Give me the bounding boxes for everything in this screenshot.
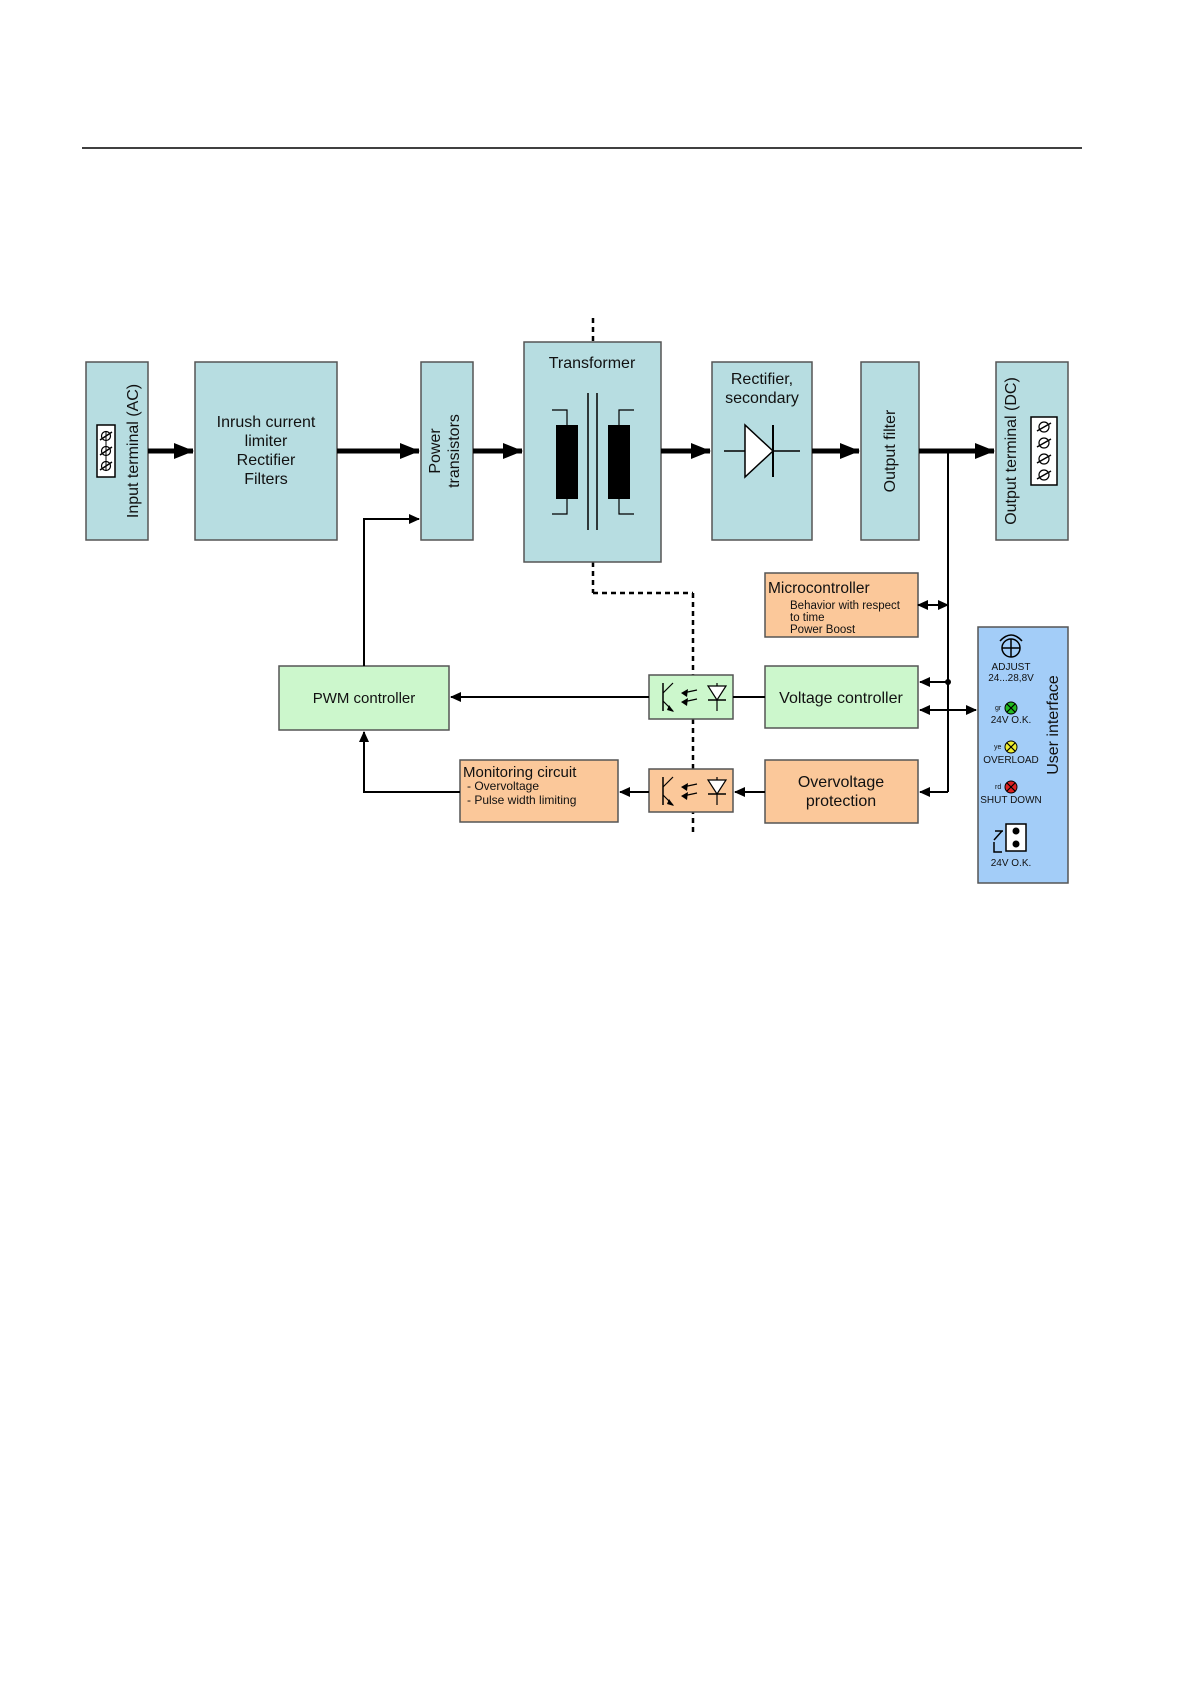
transformer-label: Transformer xyxy=(549,355,636,372)
inrush-line-1: Inrush current xyxy=(217,414,316,431)
led-gr-label: 24V O.K. xyxy=(991,715,1032,726)
overvoltage-line-2: protection xyxy=(806,793,876,810)
voltage-controller-block: Voltage controller xyxy=(764,665,919,729)
led-ye-label: OVERLOAD xyxy=(983,755,1039,766)
microcontroller-block: Microcontroller Behavior with respect to… xyxy=(764,572,919,638)
monitoring-item-2: - Pulse width limiting xyxy=(467,793,576,807)
adjust-range: 24...28,8V xyxy=(988,673,1034,684)
diode-icon xyxy=(724,423,800,479)
pwm-controller-block: PWM controller xyxy=(278,665,450,731)
inrush-line-3: Rectifier xyxy=(237,452,296,469)
rectifier-line-1: Rectifier, xyxy=(731,371,793,388)
optocoupler-upper xyxy=(648,674,734,720)
monitoring-title: Monitoring circuit xyxy=(463,764,577,781)
led-ye-tag: ye xyxy=(994,744,1002,751)
voltage-controller-label: Voltage controller xyxy=(779,690,903,707)
relay-label: 24V O.K. xyxy=(991,858,1032,869)
led-yellow-icon xyxy=(1004,740,1018,754)
rectifier-secondary-block: Rectifier, secondary xyxy=(711,361,813,541)
overvoltage-protection-block: Overvoltage protection xyxy=(764,759,919,824)
relay-contact-icon xyxy=(993,823,1027,853)
monitoring-item-1: - Overvoltage xyxy=(467,779,539,793)
microcontroller-item-1: Behavior with respect xyxy=(790,600,901,612)
microcontroller-title: Microcontroller xyxy=(768,580,870,597)
transformer-coil-icon xyxy=(552,393,634,530)
output-filter-block: Output filter xyxy=(860,361,920,541)
power-transistors-block: Power transistors xyxy=(420,361,474,541)
microcontroller-item-3: Power Boost xyxy=(790,624,856,636)
inrush-line-4: Filters xyxy=(244,471,288,488)
adjust-label: ADJUST xyxy=(992,662,1031,673)
rectifier-line-2: secondary xyxy=(725,390,799,407)
output-filter-label: Output filter xyxy=(882,409,899,492)
led-green-icon xyxy=(1004,701,1018,715)
led-red-icon xyxy=(1004,780,1018,794)
screw-terminal-icon xyxy=(96,424,116,478)
user-interface-panel: User interface ADJUST 24...28,8V gr 24V … xyxy=(977,626,1069,884)
optocoupler-lower xyxy=(648,768,734,813)
output-terminal-label: Output terminal (DC) xyxy=(1003,377,1020,525)
power-transistors-line-2: transistors xyxy=(446,414,463,488)
inrush-line-2: limiter xyxy=(245,433,288,450)
output-terminal-block: Output terminal (DC) xyxy=(995,361,1069,541)
overvoltage-line-1: Overvoltage xyxy=(798,774,884,791)
control-wires xyxy=(359,453,977,797)
potentiometer-icon xyxy=(999,634,1023,658)
power-transistors-line-1: Power xyxy=(427,428,444,474)
inrush-limiter-block: Inrush current limiter Rectifier Filters xyxy=(194,361,338,541)
screw-terminal-icon xyxy=(1030,416,1058,486)
led-rd-label: SHUT DOWN xyxy=(980,795,1041,806)
transformer-block: Transformer xyxy=(523,341,662,563)
led-gr-tag: gr xyxy=(995,705,1002,712)
led-rd-tag: rd xyxy=(995,784,1001,791)
input-terminal-block: Input terminal (AC) xyxy=(85,361,149,541)
monitoring-circuit-block: Monitoring circuit - Overvoltage - Pulse… xyxy=(459,759,619,823)
microcontroller-item-2: to time xyxy=(790,612,825,624)
user-interface-title: User interface xyxy=(1045,675,1062,775)
optocoupler-icon xyxy=(662,682,728,712)
pwm-controller-label: PWM controller xyxy=(313,690,416,707)
optocoupler-icon xyxy=(662,776,728,806)
input-terminal-label: Input terminal (AC) xyxy=(125,384,142,518)
